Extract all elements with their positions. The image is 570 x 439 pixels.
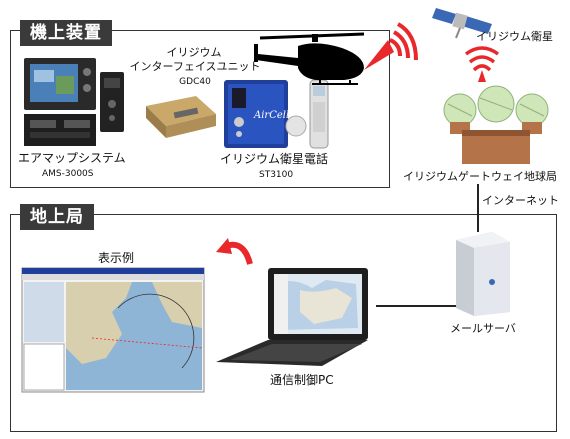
ground-section-title: 地上局 xyxy=(20,204,94,230)
helicopter-icon xyxy=(254,24,374,94)
interface-model-label: GDC40 xyxy=(165,76,225,89)
interface-name-line-2: インターフェイスユニット xyxy=(120,60,270,73)
phone-model-label: ST3100 xyxy=(259,169,293,182)
mail-server-illustration xyxy=(452,232,514,316)
onboard-section-title: 機上装置 xyxy=(20,20,112,46)
display-example-label: 表示例 xyxy=(98,252,134,265)
phone-brand-text: AirCell xyxy=(253,110,289,121)
signal-waves-gateway xyxy=(464,46,500,86)
internet-link-line xyxy=(476,184,480,232)
phone-name-label: イリジウム衛星電話 xyxy=(220,153,328,166)
airmap-model-label: AMS-3000S xyxy=(42,168,94,181)
control-pc-illustration xyxy=(216,268,376,368)
mail-server-label: メールサーバ xyxy=(450,322,516,335)
server-pc-link-line xyxy=(376,304,456,308)
control-pc-label: 通信制御PC xyxy=(270,374,334,387)
red-curved-arrow-icon xyxy=(214,234,254,270)
interface-unit-illustration xyxy=(140,92,220,142)
interface-name-line-1: イリジウム xyxy=(148,46,240,59)
signal-waves-helicopter xyxy=(360,10,424,74)
gateway-station-illustration xyxy=(440,86,552,168)
airmap-name-label: エアマップシステム xyxy=(18,152,126,165)
display-example-screen xyxy=(22,268,204,392)
airmap-device-illustration xyxy=(24,58,124,150)
internet-label: インターネット xyxy=(482,194,559,207)
satellite-label: イリジウム衛星 xyxy=(476,30,553,43)
gateway-label: イリジウムゲートウェイ地球局 xyxy=(403,170,557,183)
